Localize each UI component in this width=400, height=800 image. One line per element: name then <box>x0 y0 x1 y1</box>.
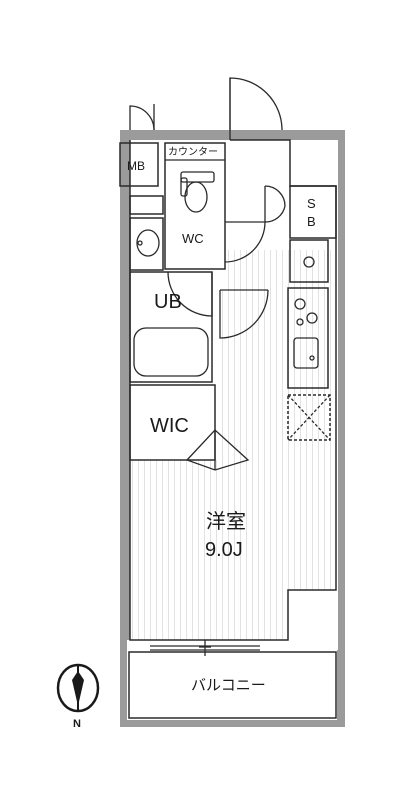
fixtures <box>133 159 331 441</box>
wic-label: WIC <box>150 415 189 437</box>
entrance-door <box>229 77 283 131</box>
balcony-label: バルコニー <box>191 676 266 694</box>
toilet-bowl <box>184 181 208 213</box>
living-door <box>219 289 269 339</box>
counter-label: カウンター <box>168 146 218 158</box>
sb-label-top: S <box>307 196 316 211</box>
walk-in-closet <box>129 384 216 461</box>
wash-basin <box>136 229 160 257</box>
balcony-area <box>128 651 337 719</box>
sb-label-bottom: B <box>307 214 316 229</box>
kitchen-counter <box>287 287 329 389</box>
labels: MB カウンター WC S B UB WIC 洋室 9.0J バルコニー <box>127 146 316 694</box>
wic-door <box>185 429 250 471</box>
floor-area <box>130 250 336 640</box>
mb-label: MB <box>127 159 145 173</box>
doors <box>129 77 286 656</box>
mb-closet <box>119 142 159 187</box>
stove-burner <box>294 298 306 310</box>
ub-label: UB <box>154 291 182 313</box>
wc-label: WC <box>182 231 204 246</box>
compass: N <box>56 663 100 730</box>
bathtub <box>133 327 209 377</box>
north-label: N <box>73 718 81 730</box>
wc-room <box>164 142 226 270</box>
room-outlines <box>119 139 337 719</box>
shoe-box <box>289 185 337 239</box>
kitchen-sink <box>293 337 319 369</box>
western-room-size: 9.0J <box>205 539 243 561</box>
western-room-label: 洋室 <box>206 509 246 533</box>
unit-bath <box>129 271 213 383</box>
